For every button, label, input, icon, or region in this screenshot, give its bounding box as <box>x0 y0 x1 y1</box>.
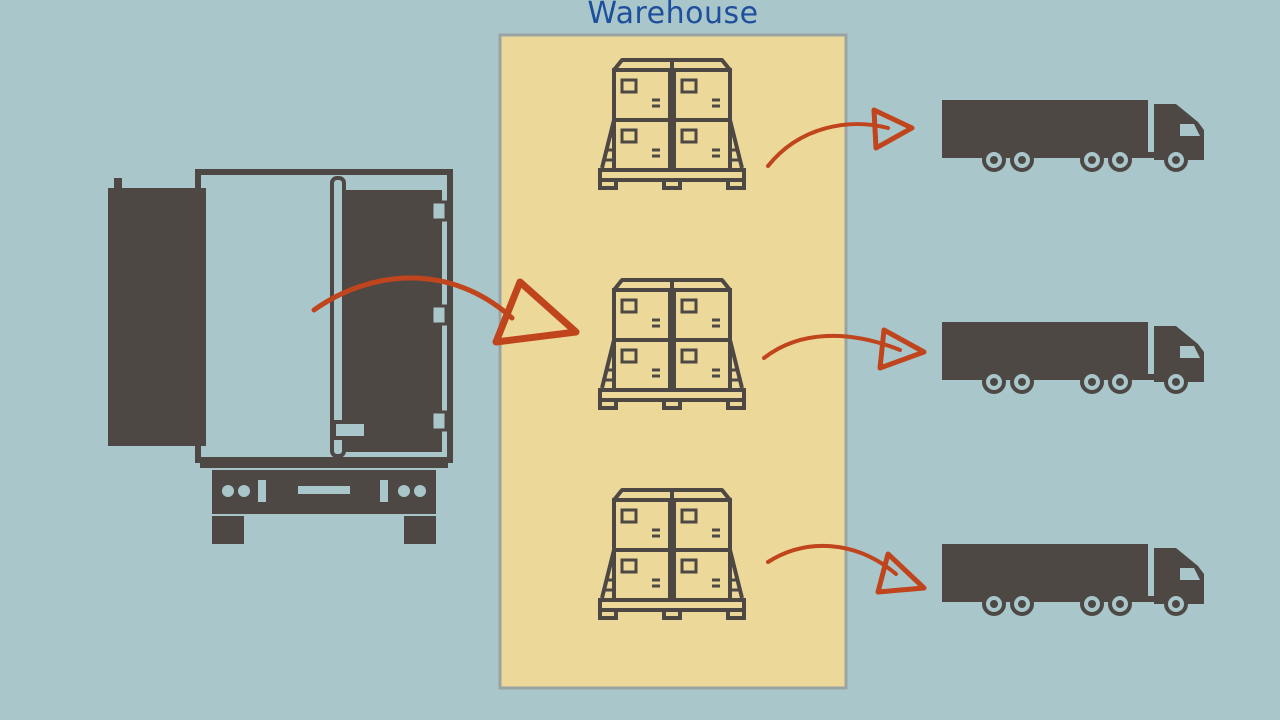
warehouse-title: Warehouse <box>587 0 759 31</box>
delivery-truck-icon <box>940 542 1206 616</box>
outbound-arrow <box>766 543 927 595</box>
outbound-arrow <box>762 327 927 371</box>
inbound-arrow <box>311 275 580 346</box>
outbound-arrow <box>766 107 915 168</box>
delivery-truck-icon <box>940 98 1206 172</box>
delivery-truck-icon <box>940 320 1206 394</box>
trailer-rear-icon <box>108 169 453 544</box>
